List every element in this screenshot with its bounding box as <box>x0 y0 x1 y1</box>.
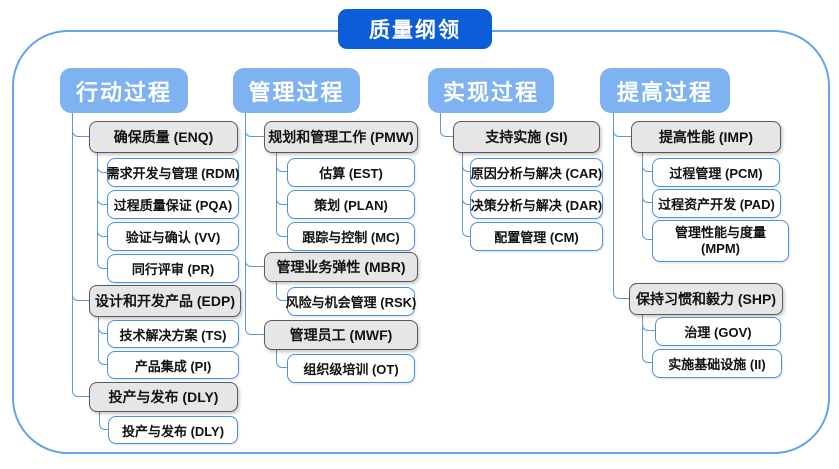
node-enq: 确保质量 (ENQ) <box>89 121 238 153</box>
node-cm: 配置管理 (CM) <box>470 222 603 251</box>
node-pqa: 过程质量保证 (PQA) <box>107 190 239 219</box>
node-shp: 保持习惯和毅力 (SHP) <box>629 283 783 315</box>
node-pmw: 规划和管理工作 (PMW) <box>264 121 418 153</box>
diagram-title: 质量纲领 <box>338 9 492 49</box>
node-pcm: 过程管理 (PCM) <box>652 158 780 187</box>
connector <box>276 280 288 301</box>
node-dar: 决策分析与解决 (DAR) <box>470 190 603 219</box>
node-ot: 组织级培训 (OT) <box>287 354 415 383</box>
node-vv: 验证与确认 (VV) <box>107 222 239 251</box>
node-gov: 治理 (GOV) <box>655 317 781 346</box>
node-ts: 技术解决方案 (TS) <box>107 320 239 348</box>
connector <box>276 151 288 237</box>
node-mwf: 管理员工 (MWF) <box>264 320 418 350</box>
node-ii: 实施基础设施 (II) <box>652 349 782 378</box>
connector <box>613 113 630 299</box>
node-rsk: 风险与机会管理 (RSK) <box>286 287 416 316</box>
node-pad: 过程资产开发 (PAD) <box>652 189 781 218</box>
node-pi: 产品集成 (PI) <box>107 351 239 379</box>
connector <box>97 151 108 269</box>
connector <box>462 151 471 237</box>
node-plan: 策划 (PLAN) <box>287 190 415 219</box>
connector <box>440 113 454 137</box>
node-mbr: 管理业务弹性 (MBR) <box>264 252 418 282</box>
node-dly-child: 投产与发布 (DLY) <box>108 416 238 444</box>
connector <box>276 348 288 368</box>
node-dly: 投产与发布 (DLY) <box>89 382 238 412</box>
connector <box>72 113 90 397</box>
node-mc: 跟踪与控制 (MC) <box>287 222 415 251</box>
column-header-implementation-process: 实现过程 <box>428 68 554 113</box>
connector <box>642 151 653 240</box>
node-mpm: 管理性能与度量 (MPM) <box>652 220 789 262</box>
column-header-action-process: 行动过程 <box>60 68 188 113</box>
node-est: 估算 (EST) <box>287 158 415 187</box>
node-car: 原因分析与解决 (CAR) <box>470 158 603 187</box>
column-header-improvement-process: 提高过程 <box>600 68 730 113</box>
node-pr: 同行评审 (PR) <box>107 254 239 283</box>
connector <box>99 410 109 430</box>
node-edp: 设计和开发产品 (EDP) <box>89 285 241 317</box>
column-header-management-process: 管理过程 <box>233 68 360 113</box>
node-rdm: 需求开发与管理 (RDM) <box>107 158 239 187</box>
connector <box>245 113 265 335</box>
node-imp: 提高性能 (IMP) <box>631 121 781 153</box>
connector <box>98 315 108 365</box>
connector <box>642 313 653 363</box>
node-si: 支持实施 (SI) <box>453 121 600 153</box>
